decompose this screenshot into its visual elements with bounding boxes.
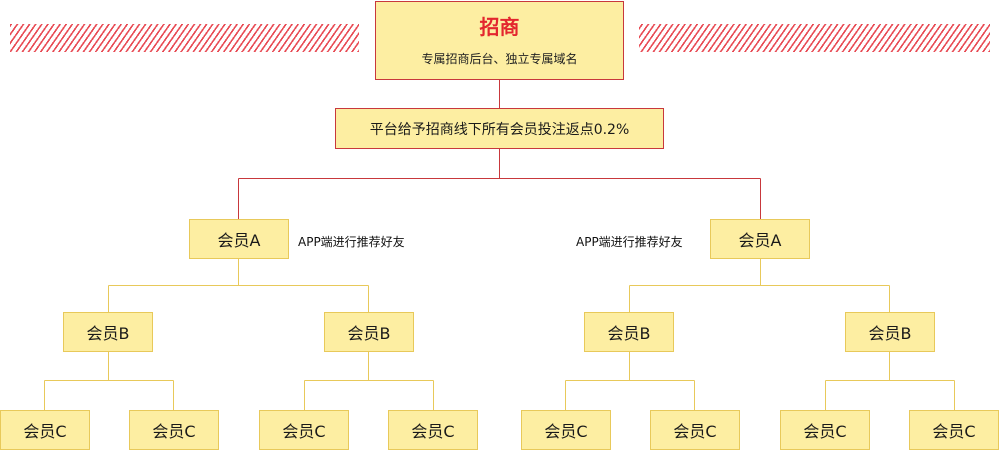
referral-note-left: APP端进行推荐好友: [298, 235, 405, 249]
member-c-2: 会员C: [129, 410, 219, 450]
referral-note-right: APP端进行推荐好友: [576, 235, 683, 249]
decorative-hatch-right: [639, 24, 990, 52]
member-c-3: 会员C: [259, 410, 349, 450]
merchant-title: 招商: [479, 15, 520, 39]
member-c-4: 会员C: [388, 410, 478, 450]
member-c-7: 会员C: [780, 410, 870, 450]
member-b-3: 会员B: [584, 312, 674, 352]
member-b-2: 会员B: [324, 312, 414, 352]
rebate-node: 平台给予招商线下所有会员投注返点0.2%: [335, 108, 664, 149]
merchant-node: 招商 专属招商后台、独立专属域名: [375, 1, 624, 80]
member-a-left: 会员A: [189, 219, 289, 259]
member-b-4: 会员B: [845, 312, 935, 352]
member-a-right: 会员A: [710, 219, 810, 259]
member-c-5: 会员C: [521, 410, 611, 450]
member-b-1: 会员B: [63, 312, 153, 352]
member-c-1: 会员C: [0, 410, 90, 450]
member-c-8: 会员C: [909, 410, 999, 450]
merchant-subtitle: 专属招商后台、独立专属域名: [421, 52, 578, 66]
red-connectors: [238, 80, 761, 219]
decorative-hatch-left: [10, 24, 359, 52]
member-c-6: 会员C: [650, 410, 740, 450]
yellow-connectors: [44, 259, 955, 411]
